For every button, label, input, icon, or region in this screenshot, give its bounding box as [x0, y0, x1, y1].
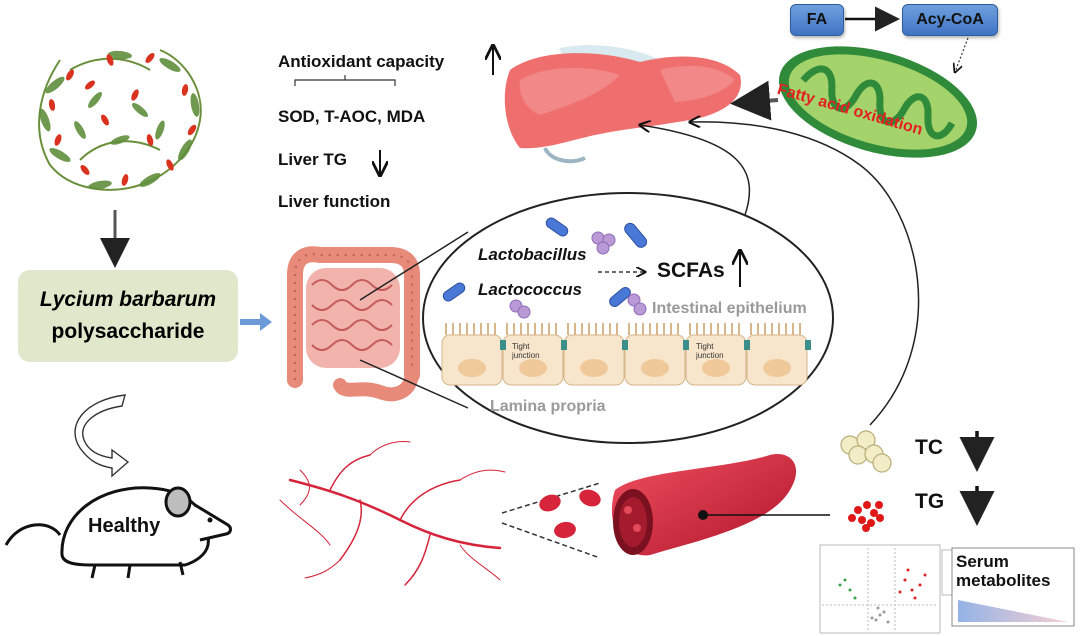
antioxidant-label: Antioxidant capacity [278, 52, 445, 71]
zoom-line-top [359, 231, 469, 301]
liver-image [504, 45, 741, 164]
mouse-eye [207, 517, 213, 523]
curve-gut-to-liver [640, 125, 751, 216]
tight-junction-label-2: Tight junction [696, 342, 724, 360]
tg-label: TG [915, 490, 945, 513]
tg-lipid-icon [848, 501, 884, 532]
arrow-lbp-to-intestine [240, 313, 272, 331]
liver-tg-label: Liver TG [278, 150, 347, 169]
lbp-title-italic: Lycium barbarum [39, 288, 217, 311]
mouse-image [4, 486, 232, 579]
zoom-line-bottom [359, 359, 469, 409]
tc-lipid-icon [840, 430, 892, 473]
vessel-network-image [279, 441, 506, 586]
curved-arrow-to-mouse [74, 394, 130, 478]
arrow-mito-to-liver [730, 80, 779, 121]
intestinal-epithelium-label: Intestinal epithelium [652, 300, 807, 317]
vessel-pointer-dot [698, 510, 708, 520]
markers-label: SOD, T-AOC, MDA [278, 107, 426, 126]
red-blood-cells [539, 489, 601, 539]
bacteria-cocci [509, 231, 647, 319]
scfas-label: SCFAs [657, 259, 725, 282]
volcano-plot-image [819, 544, 971, 634]
tight-junction-label-1: Tight junction [512, 342, 540, 360]
serum-metabolites-label: Serum metabolites [956, 552, 1051, 590]
goji-plant-image [38, 49, 202, 191]
fa-box: FA [790, 4, 844, 36]
lamina-propria-label: Lamina propria [490, 398, 606, 415]
epithelium-cells [441, 323, 811, 386]
lactococcus-label: Lactococcus [478, 280, 582, 299]
vessel-zoom-line-bottom [501, 522, 601, 559]
lactobacillus-label: Lactobacillus [478, 245, 587, 264]
serum-metabolites-box [951, 547, 1075, 627]
lbp-title: polysaccharide [51, 320, 205, 343]
curve-serum-to-liver [690, 122, 920, 426]
tc-label: TC [915, 436, 943, 459]
acy-coa-box: Acy-CoA [902, 4, 998, 36]
bacteria-rods [442, 217, 648, 307]
mouse-label: Healthy [88, 515, 161, 537]
lbp-box: Lycium barbarum polysaccharide [18, 270, 238, 362]
arrow-acycoa-to-mito [955, 37, 969, 72]
intestine-image [287, 246, 420, 402]
mitochondrion-image [778, 46, 978, 158]
liver-function-label: Liver function [278, 192, 391, 211]
blood-vessel-image [611, 454, 797, 556]
bracket [294, 75, 396, 86]
